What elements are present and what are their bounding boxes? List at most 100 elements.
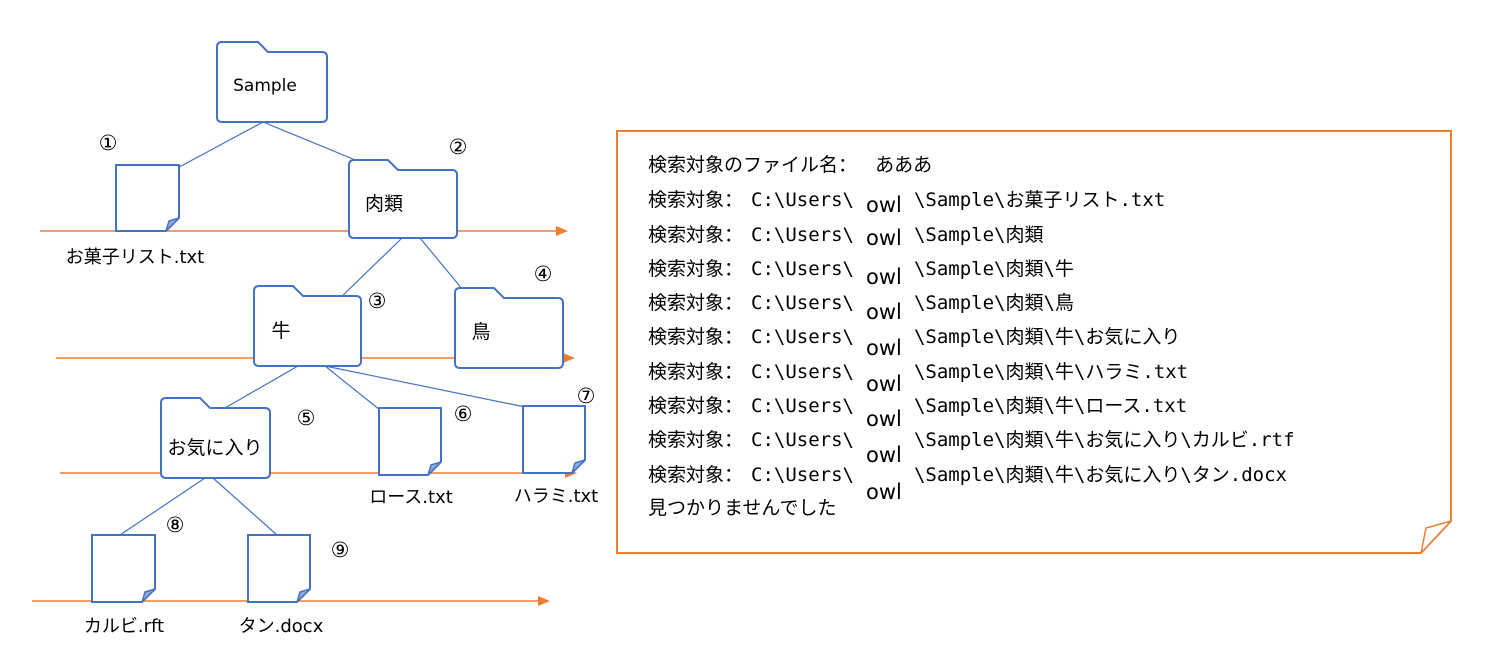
path-text: \Sample\肉類\牛\お気に入り [913,326,1181,349]
user-name: owl [866,443,902,468]
connector-gyu-okiniiri [224,365,299,409]
file-label: タン.docx [239,616,324,637]
header-label: 検索対象のファイル名： [648,154,858,176]
folder-icon [216,41,328,123]
user-name: owl [866,264,902,289]
number-marker: ② [449,135,468,159]
folder-label: Sample [233,76,297,96]
user-name: owl [866,300,902,325]
connector-sample-okashi [169,121,264,173]
number-marker: ④ [534,262,553,286]
file-rosu: ロース.txt [369,407,453,508]
arrowhead-icon [556,226,568,236]
user-name: owl [866,479,902,504]
line-label: 検索対象： [648,395,744,418]
tree-connectors [119,121,526,536]
header-value: あああ [875,154,933,176]
number-marker: ⑦ [577,384,596,408]
folder-label: 牛 [271,320,290,342]
line-label: 検索対象： [648,189,744,212]
file-fold [296,588,311,603]
line-label: 検索対象： [648,326,744,349]
connector-nikurui-gyu [335,237,403,303]
path-prefix: C:\Users\ [751,360,854,383]
result-path-line: 検索対象： C:\Users\ owl \Sample\肉類\牛\お気に入り\カルビ.… [648,422,1295,467]
folder-nikurui: 肉類 [348,159,458,239]
not-found-line: 見つかりませんでした [648,491,1295,525]
result-path-line: 検索対象：C:\Users\owl\Sample\肉類\牛\ハラミ.txt [648,354,1295,396]
line-label: 検索対象： [648,292,744,315]
folder-tori: 鳥 [454,287,564,369]
folder-sample: Sample [216,41,328,123]
connector-nikurui-tori [419,237,469,297]
result-panel-frame [616,130,1452,554]
path-prefix: C:\Users\ [751,223,854,246]
result-header-line: 検索対象のファイル名： あああ [648,148,1295,182]
path-text: \Sample\肉類 [913,223,1044,246]
folder-icon [454,287,564,369]
file-label: カルビ.rft [84,616,164,637]
folder-icon [348,159,458,239]
number-marker: ③ [368,289,387,313]
line-label: 検索対象： [648,360,744,383]
path-prefix: C:\Users\ [751,429,854,452]
number-marker: ⑧ [166,513,185,537]
result-path-line: 検索対象： C:\Users\ owl \Sample\肉類\牛\ロース.txt [648,388,1295,431]
number-marker: ① [99,131,118,155]
line-label: 検索対象： [648,223,744,246]
folder-okiniiri: お気に入り [160,397,271,479]
line-label: 検索対象： [648,429,744,452]
user-name: owl [866,371,902,396]
result-path-line: 検索対象： C:\Users\ owl \Sample\肉類 [648,217,1295,251]
path-text: \Sample\肉類\牛\お気に入り\カルビ.rtf [913,429,1295,452]
file-fold [427,461,442,476]
file-fold [165,217,180,232]
file-okashi: お菓子リスト.txt [66,164,205,268]
folder-icon [160,397,271,479]
result-path-line: 検索対象： C:\Users\ owl \Sample\肉類\牛 [648,251,1295,289]
file-tan: タン.docx [239,534,324,637]
folder-label: 肉類 [365,193,403,215]
path-prefix: C:\Users\ [751,395,854,418]
number-marker: ⑤ [297,406,316,430]
not-found-text: 見つかりませんでした [648,496,837,519]
path-text: \Sample\肉類\牛\ロース.txt [913,395,1188,418]
path-text: \Sample\肉類\鳥 [913,292,1074,315]
path-prefix: C:\Users\ [751,189,854,212]
user-name: owl [866,336,902,361]
connector-sample-nikurui [262,121,371,167]
connector-gyu-rosu [324,365,381,411]
file-label: お菓子リスト.txt [66,247,205,268]
folder-label: 鳥 [471,321,490,343]
path-prefix: C:\Users\ [751,257,854,280]
number-markers: ① ② ③ ④ ⑤ ⑥ ⑦ ⑧ ⑨ [99,131,596,562]
search-result-panel: 検索対象のファイル名： あああ 検索対象： C:\Users\ owl \Sample… [616,130,1452,554]
file-fold [571,459,586,474]
number-marker: ⑨ [331,538,350,562]
folder-icon [253,285,362,367]
path-prefix: C:\Users\ [751,292,854,315]
file-harami: ハラミ.txt [514,405,599,507]
arrowhead-icon [538,596,550,606]
connector-gyu-harami [324,365,526,408]
user-name: owl [866,225,902,250]
line-label: 検索対象： [648,257,744,280]
path-text: \Sample\お菓子リスト.txt [913,189,1166,212]
path-text: \Sample\肉類\牛 [913,257,1074,280]
arrowhead-icon [563,353,575,363]
result-lines: 検索対象のファイル名： あああ 検索対象： C:\Users\ owl \Sample… [648,148,1295,525]
number-marker: ⑥ [454,402,473,426]
connector-okiniiri-karubi [119,477,206,536]
user-name: owl [866,193,902,218]
note-fold-icon [1420,519,1452,554]
folder-label: お気に入り [167,437,262,459]
file-karubi: カルビ.rft [84,534,164,637]
path-lines: 検索対象： C:\Users\ owl \Sample\お菓子リスト.txt 検索対象：… [648,182,1295,503]
user-name: owl [866,407,902,432]
file-fold [141,588,156,603]
result-path-line: 検索対象：C:\Users\owl\Sample\肉類\牛\お気に入り [648,319,1295,360]
file-label: ハラミ.txt [514,486,599,507]
result-path-line: 検索対象： C:\Users\ owl \Sample\肉類\鳥 [648,285,1295,324]
file-label: ロース.txt [369,487,453,508]
